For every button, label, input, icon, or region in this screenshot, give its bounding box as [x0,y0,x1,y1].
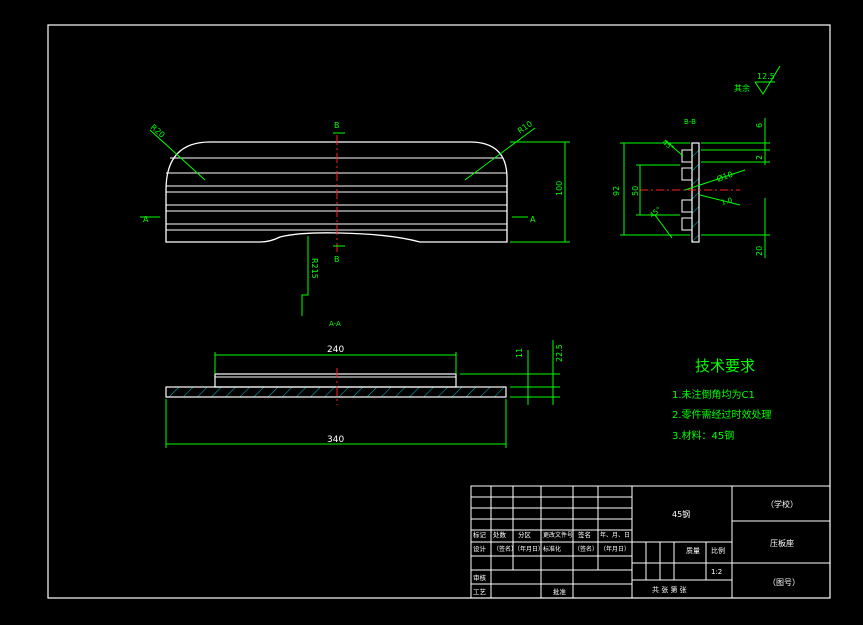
title-scale-label: 比例 [711,546,725,555]
title-design-cell: 设计 [473,544,487,553]
section-view-title: A-A [329,320,341,328]
side-top-dimension: 6 [755,123,764,128]
title-header-cell: 处数 [493,530,507,539]
title-header-cell: 分区 [518,530,532,539]
section-base-plate [165,386,507,398]
section-view [165,340,560,448]
side-view-slot [681,167,692,181]
title-design-cell: 标准化 [543,545,561,553]
section-top-width-dimension: 240 [327,345,344,355]
top-view-height-dimension: 100 [555,181,564,196]
side-total-height-dimension: 92 [612,186,621,196]
title-header-cell: 年、月、日 [600,531,630,539]
leader-line [149,129,206,181]
title-header-cell: 标记 [473,530,487,539]
side-view [620,118,770,258]
leader-line [699,194,741,206]
side-mid-dimension: 50 [631,186,640,196]
side-view-slot [681,199,692,213]
drawing-frame [47,24,831,599]
title-sheet-label: 共 张 第 张 [652,585,687,594]
title-header-cell: 更改文件号 [543,531,573,539]
top-view-outline [165,141,508,243]
title-school: （学校） [766,499,798,509]
title-design-cell: （年月日） [514,545,544,553]
section-top-boss [214,373,457,388]
title-design-cell: （签名） [493,545,517,553]
section-total-width-dimension: 340 [327,435,344,445]
top-view-radius-bottom: R215 [310,258,319,279]
side-view-title: B-B [684,118,696,126]
roughness-label: 其余 [734,83,750,93]
side-view-plate [691,142,700,243]
side-view-slot [681,217,692,231]
title-design-cell: （签名） [574,545,598,553]
leader-line [664,139,684,157]
section-mark-b-bottom: B [334,255,340,264]
side-bottom-dimension: 20 [755,246,764,256]
tech-requirement-item: 1.未注倒角均为C1 [672,388,755,401]
side-view-slot [681,149,692,163]
title-block [470,485,831,599]
roughness-symbol [754,65,781,95]
title-header-cell: 签名 [578,530,591,539]
title-process-label: 工艺 [473,588,487,596]
title-drawing-number: （图号） [768,578,800,587]
section-height-dimension: 22.5 [555,344,564,362]
roughness-check-mark [754,65,781,95]
section-mark-b-top: B [334,121,340,130]
leader-line [301,236,309,316]
title-approve-label: 批准 [553,587,567,596]
roughness-value: 12.5 [757,72,775,81]
section-thickness-dimension: 11 [515,348,524,358]
title-part-name: 压板座 [770,538,794,548]
side-step-dimension: 2 [755,155,764,160]
title-weight-label: 质量 [686,546,700,555]
tech-requirement-item: 2.零件需经过时效处理 [672,408,772,421]
section-mark-a-right: A [530,215,536,224]
top-view [140,127,570,316]
title-design-cell: （年月日） [600,545,630,553]
section-mark-a-left: A [143,215,149,224]
title-review-label: 审核 [473,573,487,582]
leader-line [684,169,746,191]
tech-requirement-item: 3.材料：45钢 [672,429,734,442]
leader-line [654,214,673,239]
title-scale: 1:2 [711,568,722,576]
side-small-dimension: 1.0 [720,196,733,207]
leader-line [464,127,536,181]
tech-requirements-heading: 技术要求 [695,357,755,375]
title-material: 45钢 [672,509,690,519]
